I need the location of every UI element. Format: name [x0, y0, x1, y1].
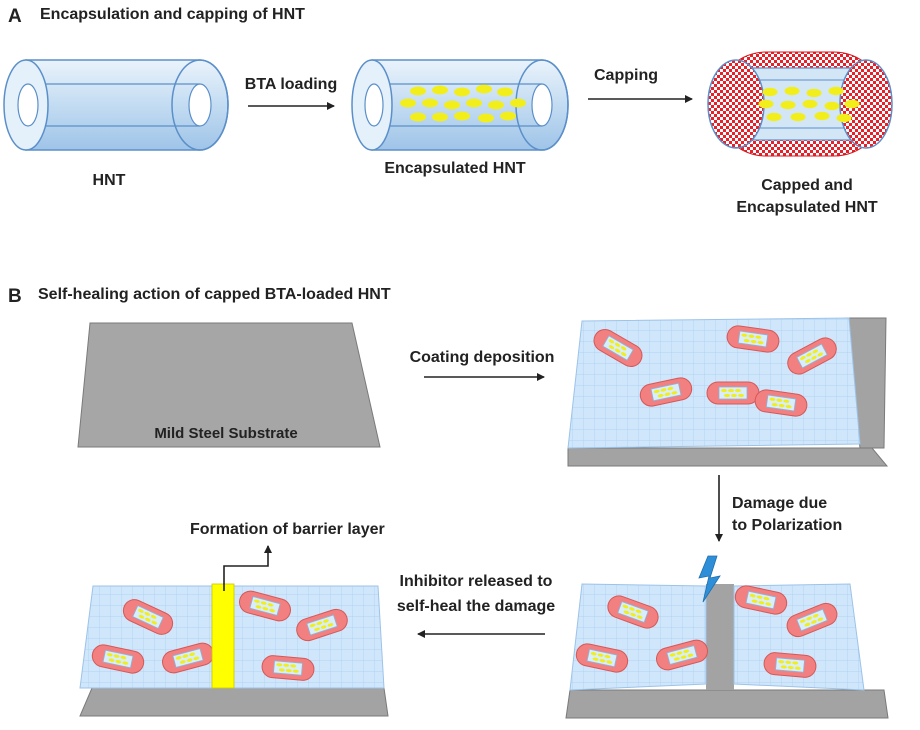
panel-a-title: Encapsulation and capping of HNT: [40, 6, 305, 23]
inhibitor-particles: [400, 84, 526, 123]
coating-label: Coating deposition: [410, 349, 555, 366]
hnt-tube: [3, 59, 229, 151]
capped-label-line1: Capped and: [761, 177, 853, 194]
bta-loading-label: BTA loading: [245, 76, 337, 93]
barrier-layer: [211, 583, 235, 689]
mild-steel-substrate: [77, 322, 381, 448]
release-label-line2: self-heal the damage: [397, 598, 555, 615]
panel-b-letter: B: [8, 286, 22, 307]
capped-hnt-tube: [707, 51, 893, 157]
damaged-coating: [565, 583, 889, 719]
panel-a-letter: A: [8, 6, 22, 27]
capped-inhibitor-particles: [758, 86, 860, 123]
damage-label-line2: to Polarization: [732, 517, 842, 534]
release-label-line1: Inhibitor released to: [400, 573, 553, 590]
damage-label-line1: Damage due: [732, 495, 827, 512]
capping-label: Capping: [594, 67, 658, 84]
encapsulated-hnt-tube: [351, 59, 569, 151]
lightning-bolt-icon: [698, 555, 721, 603]
barrier-callout-arrow: [223, 545, 272, 591]
encapsulated-hnt-label: Encapsulated HNT: [384, 160, 526, 177]
healed-coating: [79, 583, 389, 717]
coated-substrate: [567, 317, 889, 467]
capped-label-line2: Encapsulated HNT: [736, 199, 878, 216]
hnt-label: HNT: [93, 172, 126, 189]
substrate-label: Mild Steel Substrate: [154, 425, 297, 442]
barrier-label: Formation of barrier layer: [190, 521, 385, 538]
panel-b-title: Self-healing action of capped BTA-loaded…: [38, 286, 391, 303]
